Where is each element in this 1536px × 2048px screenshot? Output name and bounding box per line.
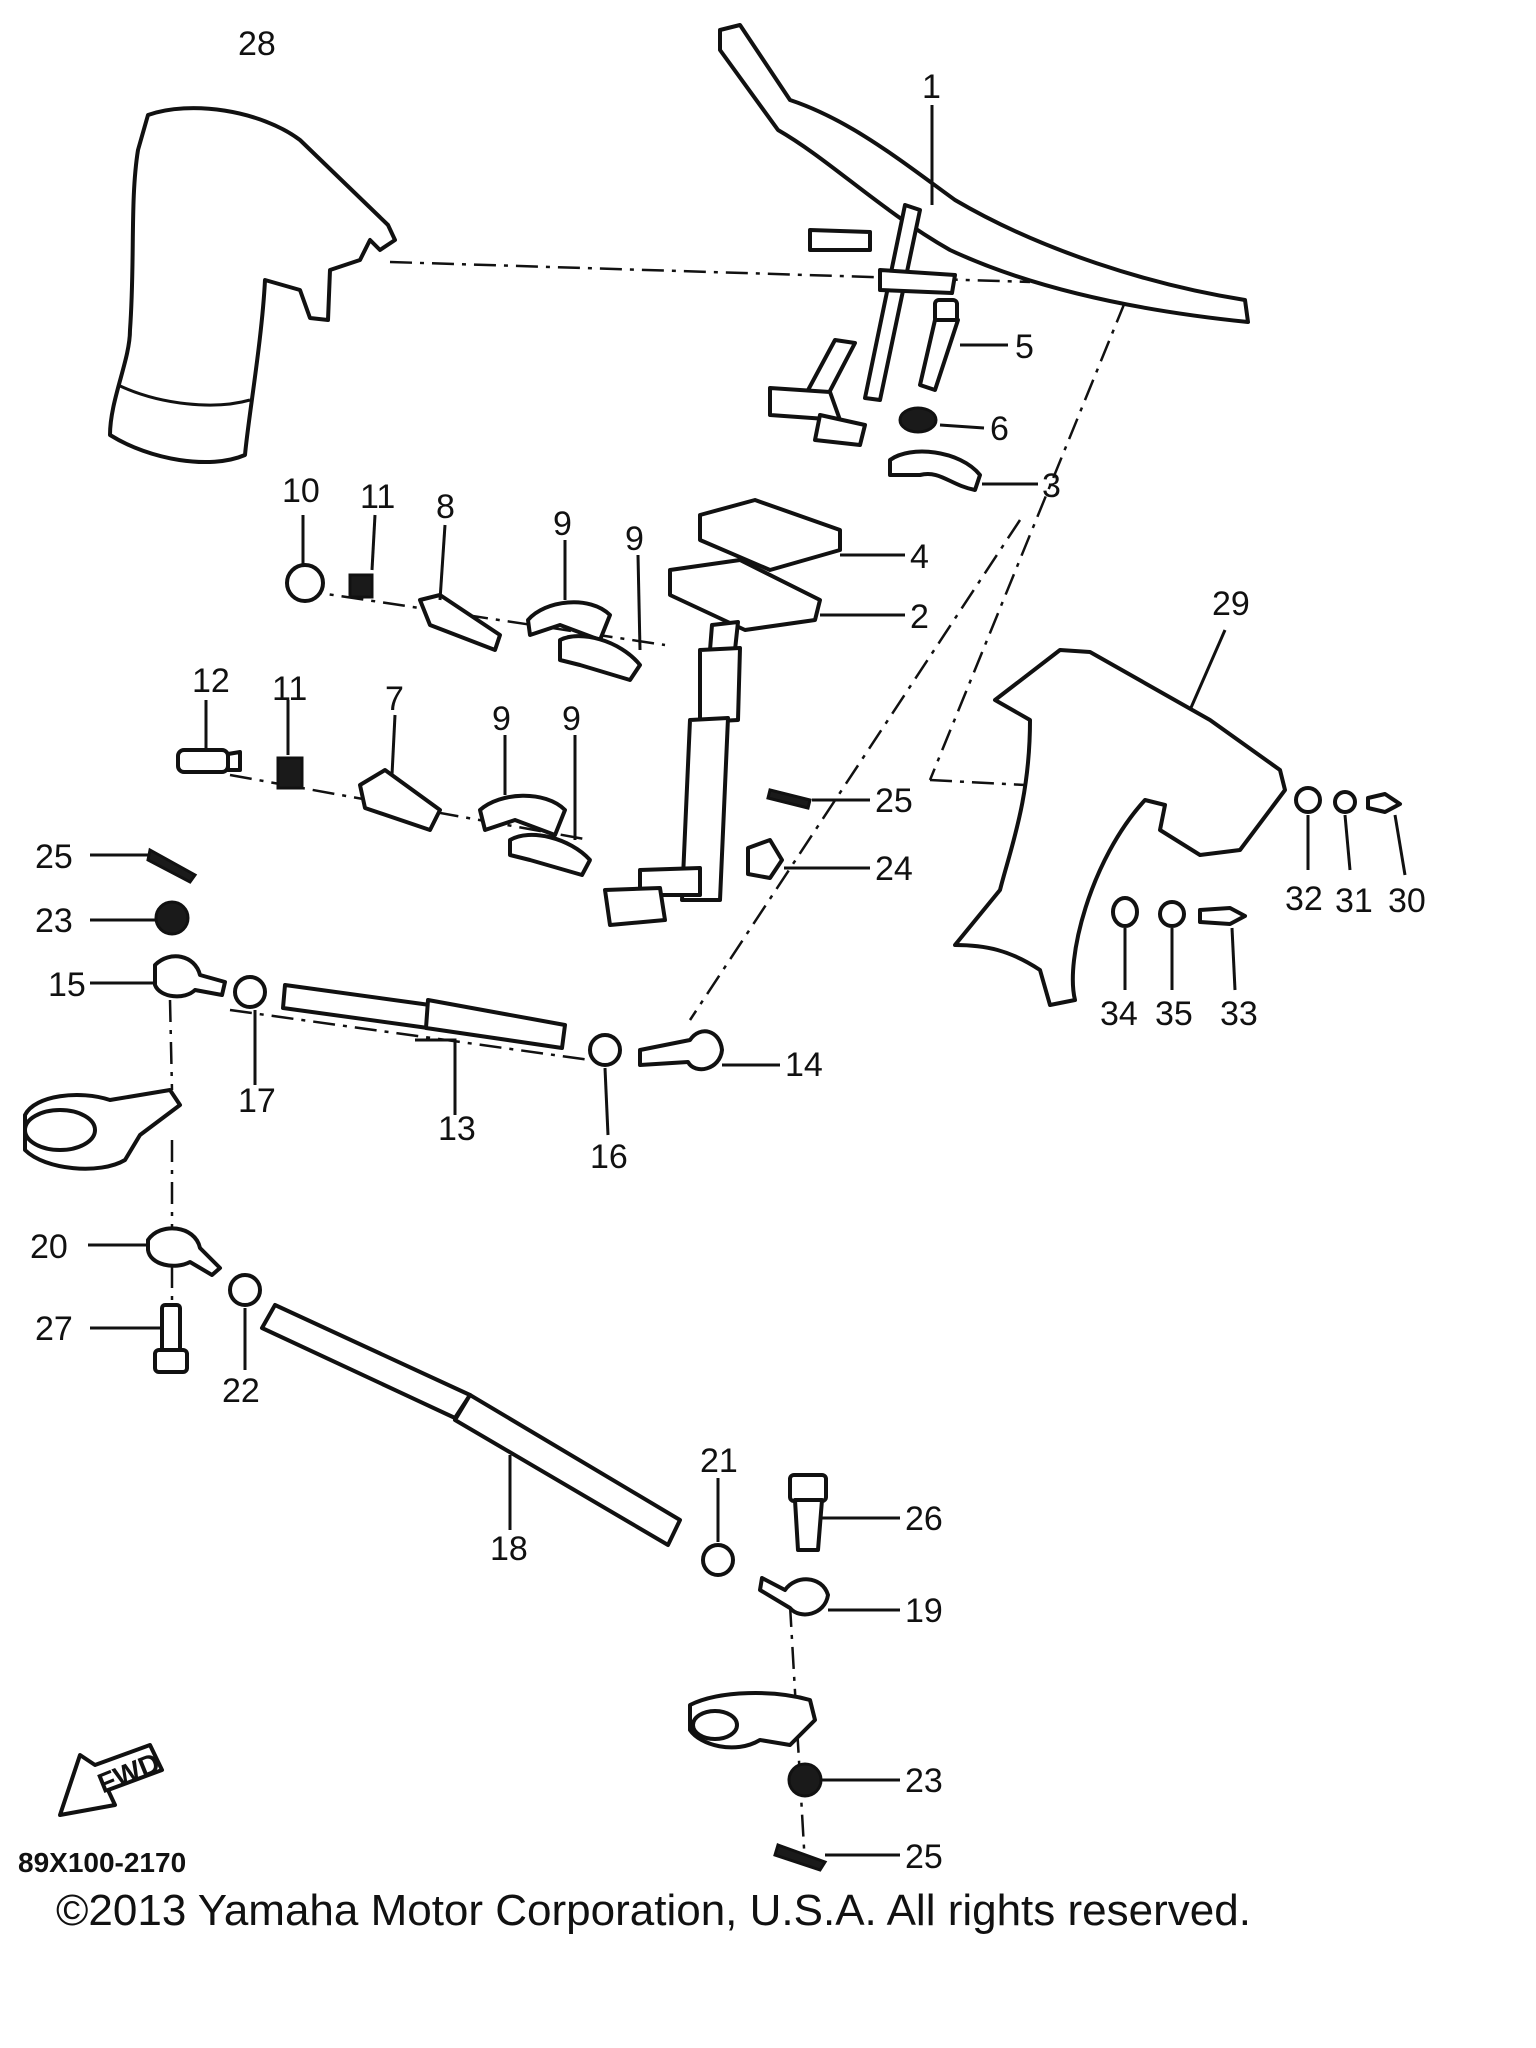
callout-4: 4 [910, 538, 929, 576]
part-19-ball-joint [758, 1576, 900, 1617]
part-33-screw [1198, 906, 1247, 991]
part-28-handle-grip [108, 106, 397, 465]
callout-26: 26 [905, 1500, 943, 1538]
part-21-nut [701, 1478, 735, 1577]
callout-14: 14 [785, 1046, 823, 1084]
callout-9-a: 9 [553, 505, 572, 543]
callout-15: 15 [48, 966, 86, 1004]
callout-22: 22 [222, 1372, 260, 1410]
callout-35: 35 [1155, 995, 1193, 1033]
part-3-clamp [888, 449, 1038, 492]
steering-arm-upper [23, 1088, 182, 1171]
copyright-notice: ©2013 Yamaha Motor Corporation, U.S.A. A… [56, 1886, 1251, 1935]
part-23-nut-lower [787, 1762, 900, 1798]
callout-9-d: 9 [562, 700, 581, 738]
part-29-cover [953, 629, 1287, 1007]
part-16-nut [588, 1033, 622, 1136]
part-31-washer [1333, 790, 1357, 871]
part-25-cotter-pin-lower [773, 1843, 900, 1872]
callout-8: 8 [436, 488, 455, 526]
callout-33: 33 [1220, 995, 1258, 1033]
part-1-handlebar [718, 23, 1250, 447]
steering-arm-lower [688, 1691, 817, 1750]
callout-2: 2 [910, 598, 929, 636]
callout-27: 27 [35, 1310, 73, 1348]
part-30-screw [1366, 792, 1407, 876]
callout-20: 20 [30, 1228, 68, 1266]
callout-17: 17 [238, 1082, 276, 1120]
callout-18: 18 [490, 1530, 528, 1568]
callout-24: 24 [875, 850, 913, 888]
part-25-cotter-pin-left [90, 847, 198, 884]
callout-25-left: 25 [35, 838, 73, 876]
callout-12: 12 [192, 662, 230, 700]
callout-1: 1 [922, 68, 941, 106]
part-34-washer [1111, 896, 1139, 990]
part-9-holder-upper [526, 540, 642, 682]
callout-16: 16 [590, 1138, 628, 1176]
callout-32: 32 [1285, 880, 1323, 918]
callout-7: 7 [385, 680, 404, 718]
callout-19: 19 [905, 1592, 943, 1630]
callout-28: 28 [238, 25, 276, 63]
part-24-nut [746, 838, 870, 880]
callout-3: 3 [1042, 467, 1061, 505]
part-23-nut-upper [90, 900, 190, 936]
callout-9-b: 9 [625, 520, 644, 558]
callout-10: 10 [282, 472, 320, 510]
fwd-arrow-icon: FWD [58, 1743, 164, 1817]
part-18-tie-rod [260, 1303, 682, 1547]
part-25-cotter-pin-upper [766, 788, 870, 810]
part-32-washer [1294, 786, 1322, 870]
part-20-ball-joint [88, 1226, 222, 1277]
part-22-nut [228, 1273, 262, 1370]
callout-23-upper: 23 [35, 902, 73, 940]
part-2-steering-column [603, 558, 905, 927]
part-7-bracket [358, 714, 442, 832]
part-11-lock-washer-upper [348, 514, 377, 599]
part-8-bracket [418, 524, 502, 652]
part-26-bolt [788, 1473, 900, 1552]
callout-13: 13 [438, 1110, 476, 1148]
part-35-washer [1158, 900, 1186, 990]
part-11-lock-washer-lower [276, 700, 304, 790]
part-6-washer [898, 406, 985, 434]
part-13-rod [281, 983, 567, 1115]
callout-25-upper: 25 [875, 782, 913, 820]
callout-5: 5 [1015, 328, 1034, 366]
callout-11-lower: 11 [272, 670, 307, 708]
callout-29: 29 [1212, 585, 1250, 623]
part-10-nut [285, 515, 325, 603]
callout-23-lower: 23 [905, 1762, 943, 1800]
part-15-ball-joint [90, 954, 227, 999]
callout-25-lower: 25 [905, 1838, 943, 1876]
part-17-nut [233, 975, 267, 1085]
callout-30: 30 [1388, 882, 1426, 920]
callout-11-upper: 11 [360, 478, 395, 516]
part-14-ball-joint [638, 1029, 780, 1072]
callout-31: 31 [1335, 882, 1373, 920]
callout-21: 21 [700, 1442, 738, 1480]
part-5-bolt [918, 298, 1008, 392]
part-4-upper-bracket [698, 498, 905, 572]
callout-labels: 28 1 5 6 3 10 11 8 9 9 4 2 29 12 11 7 9 … [30, 25, 1426, 1876]
callout-34: 34 [1100, 995, 1138, 1033]
part-27-bolt [90, 1303, 189, 1374]
callout-9-c: 9 [492, 700, 511, 738]
part-12-bolt [176, 700, 242, 774]
part-9-holder-lower [478, 735, 592, 877]
diagram-code: 89X100-2170 [18, 1847, 186, 1878]
callout-6: 6 [990, 410, 1009, 448]
